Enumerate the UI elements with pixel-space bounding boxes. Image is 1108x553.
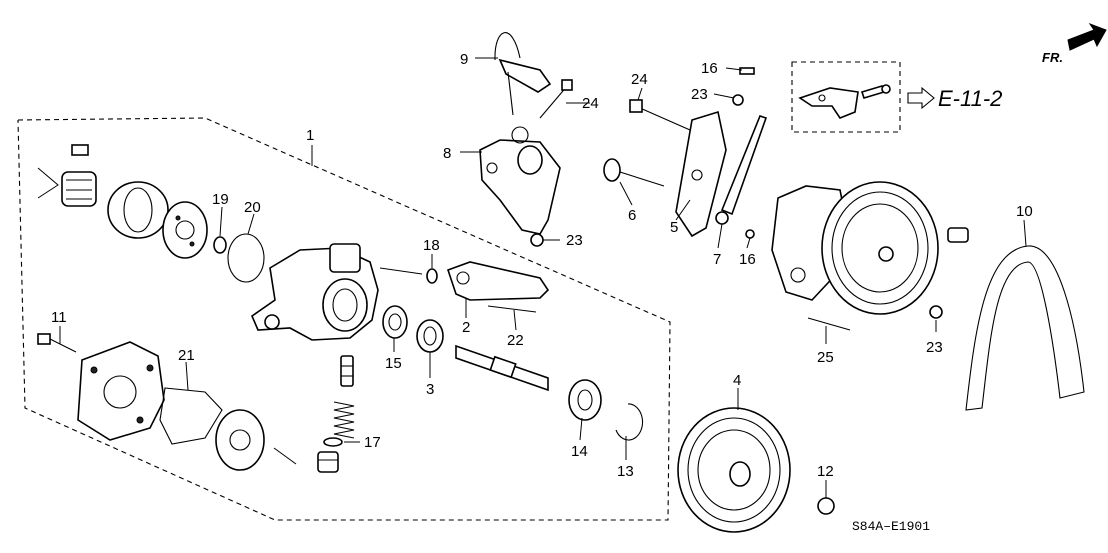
callout-11: 11	[51, 309, 67, 326]
callout-15: 15	[385, 355, 402, 372]
o-ring-18-part	[426, 268, 438, 284]
callout-5: 5	[670, 219, 678, 236]
nut-23-bracket-part	[530, 233, 544, 247]
callout-18: 18	[423, 237, 440, 254]
callout-16-lower: 16	[739, 251, 756, 268]
clip-16-part	[739, 67, 755, 75]
callout-23-bracket: 23	[566, 232, 583, 249]
mount-bracket-5-part	[675, 110, 727, 238]
o-ring-17-part	[323, 437, 343, 447]
callout-12: 12	[817, 463, 834, 480]
cam-ring-part	[107, 181, 169, 239]
nut-12-part	[817, 497, 835, 515]
callout-23-right: 23	[926, 339, 943, 356]
callout-labels: 1 2 3 4 5 6 7 8 9 10 11 12 13 14 15 16 1…	[51, 51, 1033, 480]
callout-24-right: 24	[631, 71, 648, 88]
flow-control-valve-part	[340, 355, 354, 387]
leader-lines	[59, 57, 1027, 498]
callout-10: 10	[1016, 203, 1033, 220]
assembly-outline	[17, 117, 671, 521]
callout-3: 3	[426, 381, 434, 398]
inlet-joint-part	[446, 261, 550, 301]
bolt-22-part	[487, 305, 537, 313]
pulley-assembled-part	[821, 181, 939, 315]
valve-cap-bolt-part	[317, 451, 339, 473]
callout-13: 13	[617, 463, 634, 480]
nut-23-right-part	[929, 305, 943, 319]
key-part	[71, 144, 89, 156]
bolt-24-right-part	[639, 107, 691, 131]
pressure-plate-part	[215, 409, 265, 471]
reference-arrow-icon	[907, 86, 935, 110]
callout-6: 6	[628, 207, 636, 224]
nut-23-top-part	[732, 94, 744, 106]
hose-clamp-9-part	[494, 32, 552, 116]
callout-1: 1	[306, 127, 314, 144]
bolt-25-part	[807, 317, 851, 331]
oil-seal-3-part	[416, 319, 444, 353]
bearing-14-part	[568, 379, 602, 421]
callout-25: 25	[817, 349, 834, 366]
rotor-part	[61, 171, 97, 207]
shaft-part	[455, 344, 549, 392]
front-direction-arrow-icon: FR.	[1042, 22, 1107, 65]
callout-9: 9	[460, 51, 468, 68]
callout-23-top: 23	[691, 86, 708, 103]
reference-label: E-11-2	[938, 86, 1002, 111]
valve-spring-part	[333, 401, 355, 439]
adjuster-7-part	[715, 115, 768, 225]
drawing-code: S84A–E1901	[852, 519, 930, 534]
o-ring-19-part	[213, 236, 227, 254]
callout-22: 22	[507, 332, 524, 349]
bracket-8-part	[479, 126, 561, 235]
pulley-4-part	[677, 407, 791, 533]
callout-7: 7	[713, 251, 721, 268]
callout-21: 21	[178, 347, 195, 364]
callout-14: 14	[571, 443, 588, 460]
callout-2: 2	[462, 319, 470, 336]
bolt-11-part	[37, 333, 77, 353]
front-label: FR.	[1042, 50, 1063, 65]
gasket-21-part	[159, 387, 223, 445]
side-plate-part	[162, 201, 208, 259]
o-ring-20-part	[227, 233, 265, 283]
callout-20: 20	[244, 199, 261, 216]
pump-body-part	[251, 243, 379, 341]
callout-19: 19	[212, 191, 229, 208]
bolt-6-part	[603, 158, 665, 187]
callout-24-upper: 24	[582, 95, 599, 112]
washer-16-part	[745, 229, 755, 239]
drive-belt-part	[965, 245, 1085, 411]
callout-4: 4	[733, 372, 741, 389]
reference-box	[791, 61, 901, 133]
rear-cover-part	[77, 341, 165, 441]
callout-16-top: 16	[701, 60, 718, 77]
bracket-detail-part	[798, 84, 891, 119]
snap-ring-13-part	[615, 403, 644, 441]
callout-8: 8	[443, 145, 451, 162]
bearing-15-part	[382, 305, 408, 339]
callout-17: 17	[364, 434, 381, 451]
